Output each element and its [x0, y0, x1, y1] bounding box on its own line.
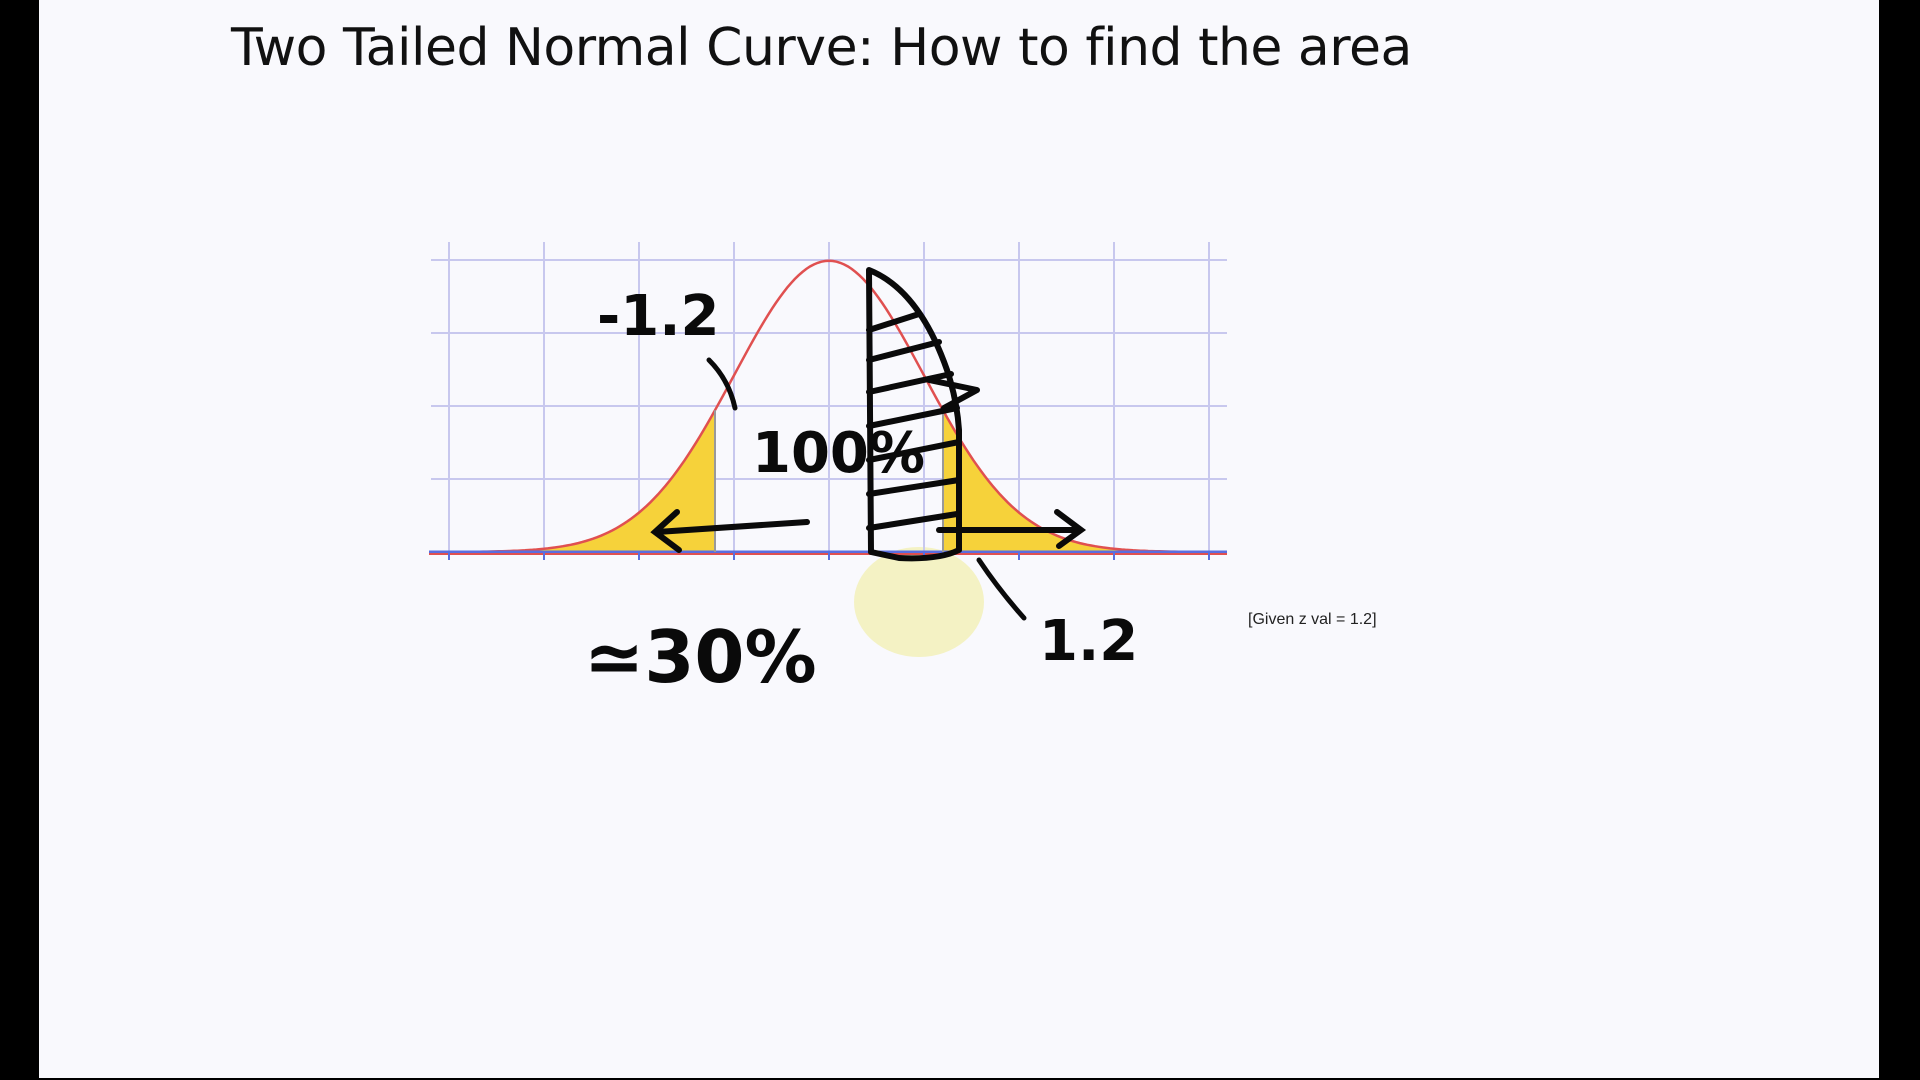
center-area-label: 100% — [752, 421, 925, 486]
slide: Two Tailed Normal Curve: How to find the… — [39, 0, 1879, 1078]
left-z-label: -1.2 — [597, 284, 719, 349]
normal-curve-line — [449, 259, 1209, 554]
shaded-tails — [449, 410, 1209, 552]
right-z-label: 1.2 — [1039, 609, 1138, 674]
x-axis — [429, 410, 1227, 560]
curve-layer — [449, 259, 1209, 554]
tail-area-label: ≃30% — [584, 615, 817, 699]
slide-title: Two Tailed Normal Curve: How to find the… — [231, 18, 1412, 78]
chart-grid — [431, 242, 1227, 560]
left-pointer-mark — [706, 357, 738, 411]
given-z-caption: [Given z val = 1.2] — [1248, 611, 1377, 628]
cursor-highlight — [854, 547, 984, 657]
left-tail-area — [449, 410, 715, 552]
normal-curve-figure: -1.2 100% 1.2 ≃30% — [399, 230, 1279, 730]
right-arrow — [936, 509, 1087, 549]
normal-curve-chart: -1.2 100% 1.2 ≃30% — [429, 242, 1227, 699]
hatched-center-region — [866, 267, 980, 562]
right-pointer-mark — [976, 557, 1027, 621]
right-tail-area — [943, 410, 1209, 552]
left-arrow — [650, 509, 810, 553]
